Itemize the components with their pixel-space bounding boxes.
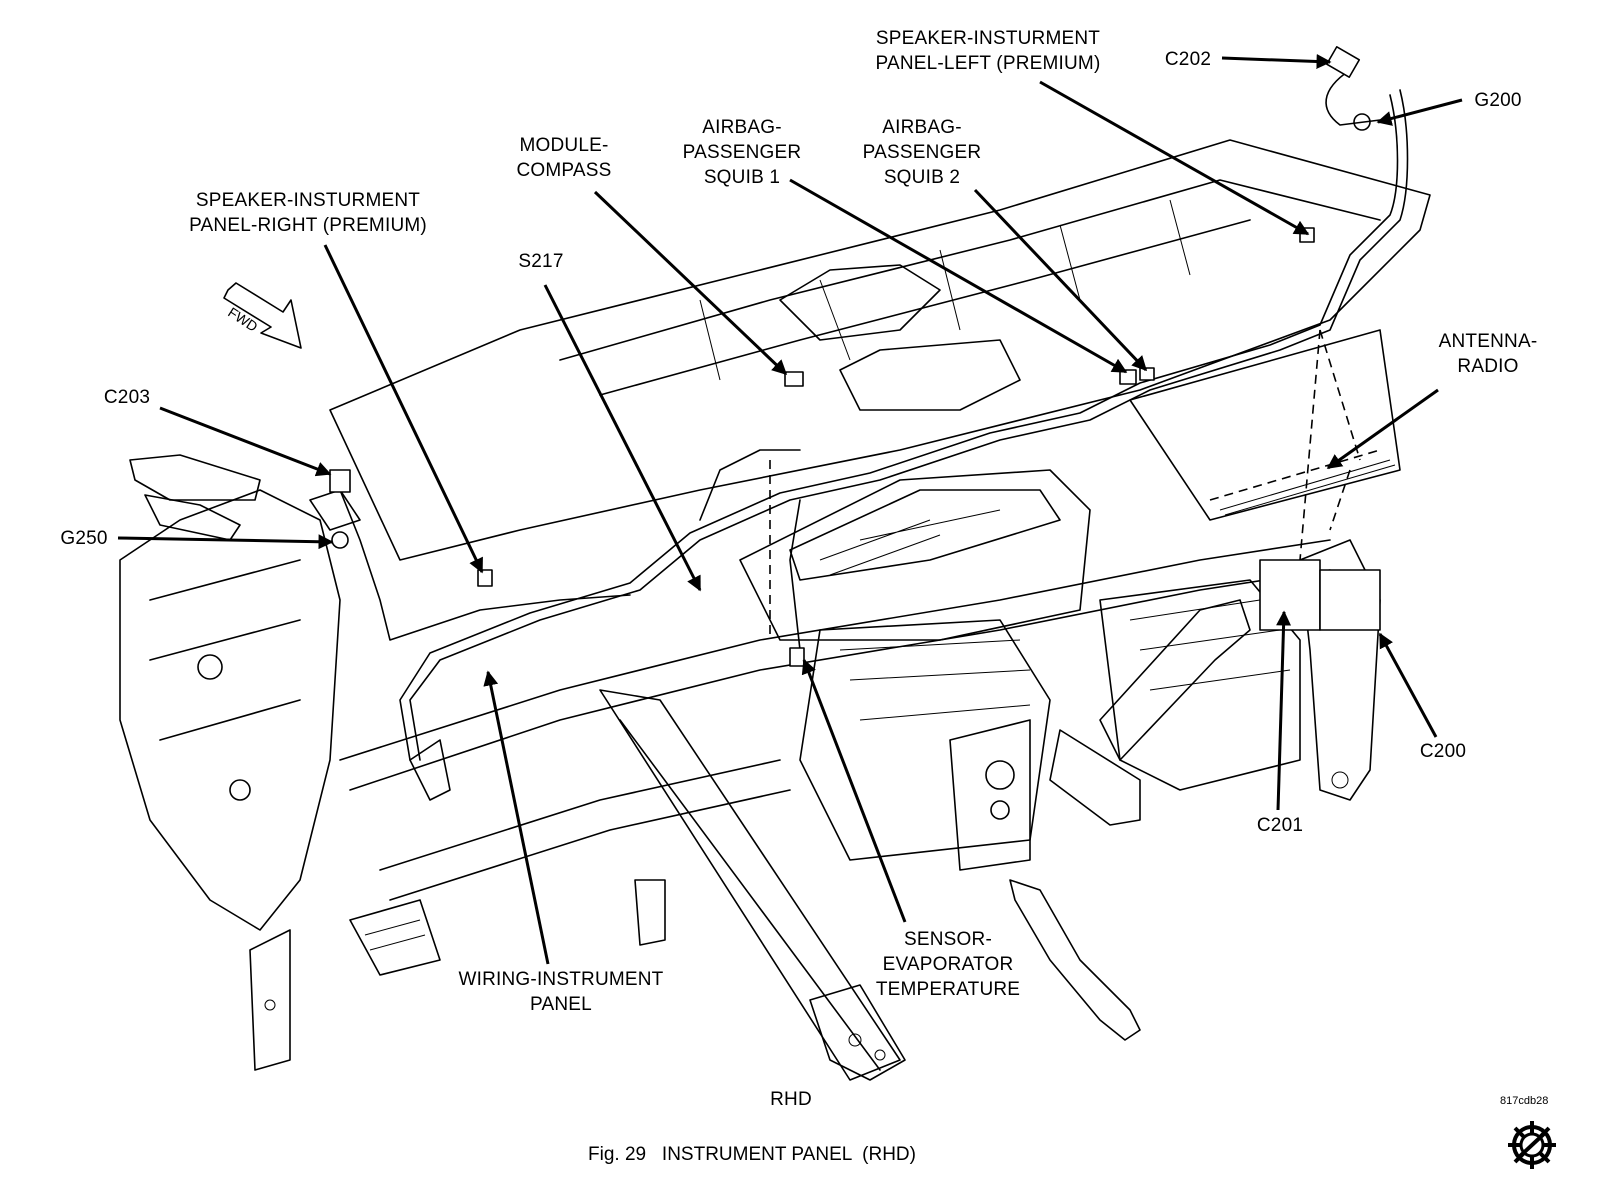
label-c200: C200 (1419, 741, 1467, 762)
leader-lines (117, 54, 1463, 965)
figure-caption: Fig. 29 INSTRUMENT PANEL (RHD) (588, 1144, 916, 1165)
leader-squib-2 (973, 188, 1148, 372)
label-wiring-instrument-panel: WIRING-INSTRUMENT PANEL (458, 969, 664, 1015)
leader-antenna-radio (1326, 388, 1439, 470)
leader-c200 (1378, 632, 1438, 738)
drawing-code: 817cdb28 (1500, 1095, 1549, 1107)
gear-logo-icon (1508, 1121, 1556, 1169)
leader-speaker-right (323, 244, 484, 574)
leader-sensor-evap (801, 658, 907, 923)
leader-module-compass (593, 190, 788, 376)
leader-speaker-left (1039, 80, 1310, 236)
wiring-harness (309, 46, 1409, 801)
label-module-compass: MODULE- COMPASS (516, 135, 612, 181)
label-c201: C201 (1256, 815, 1304, 836)
label-c203: C203 (103, 387, 151, 408)
leader-c201 (1276, 610, 1292, 811)
label-s217: S217 (518, 251, 564, 272)
fwd-arrow-icon (223, 282, 302, 349)
leader-squib-1 (789, 178, 1128, 374)
leader-wiring-ip (483, 670, 550, 965)
label-g200: G200 (1474, 90, 1522, 111)
label-g250: G250 (60, 528, 108, 549)
label-sensor-evaporator-temperature: SENSOR- EVAPORATOR TEMPERATURE (875, 929, 1021, 1000)
leader-g200 (1376, 98, 1463, 126)
leader-c203 (159, 406, 332, 477)
label-antenna-radio: ANTENNA- RADIO (1438, 331, 1538, 377)
view-label: RHD (770, 1089, 812, 1110)
leader-s217 (543, 284, 702, 592)
label-airbag-squib-1: AIRBAG- PASSENGER SQUIB 1 (682, 117, 802, 188)
leader-g250 (117, 534, 334, 550)
label-c202: C202 (1164, 49, 1212, 70)
label-airbag-squib-2: AIRBAG- PASSENGER SQUIB 2 (862, 117, 982, 188)
panel-structure (119, 139, 1431, 1081)
label-speaker-left: SPEAKER-INSTURMENT PANEL-LEFT (PREMIUM) (875, 28, 1101, 74)
label-speaker-right: SPEAKER-INSTURMENT PANEL-RIGHT (PREMIUM) (189, 190, 427, 236)
leader-c202 (1221, 54, 1332, 69)
